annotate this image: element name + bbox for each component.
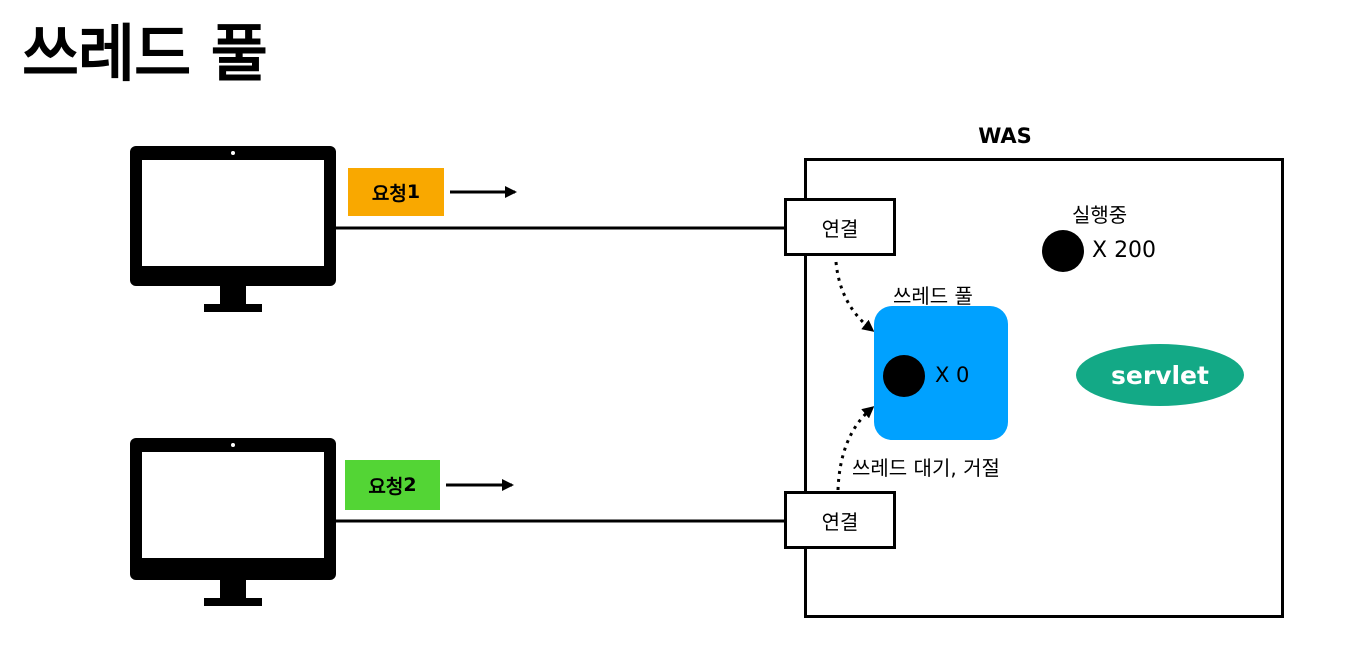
request-badge-2-prefix: 요청	[368, 475, 404, 498]
connection-box-1: 연결	[784, 198, 896, 256]
dotted-arrow-to-pool-2	[836, 406, 875, 491]
was-label: WAS	[978, 124, 1032, 148]
request-badge-1-prefix: 요청	[371, 182, 407, 205]
servlet-ellipse: servlet	[1076, 344, 1244, 406]
running-count: X 200	[1092, 238, 1157, 263]
request-badge-1-num: 1	[406, 181, 421, 203]
waiting-label: 쓰레드 대기, 거절	[852, 456, 1000, 480]
client-monitor-2-icon	[130, 438, 336, 606]
running-label: 실행중	[1072, 203, 1128, 227]
servlet-label: servlet	[1111, 360, 1209, 390]
request-badge-2-num: 2	[403, 474, 417, 496]
pool-thread-dot-icon	[883, 355, 925, 397]
thread-pool-label: 쓰레드 풀	[893, 284, 973, 308]
connection-box-1-label: 연결	[821, 216, 859, 241]
pool-count: X 0	[935, 363, 970, 387]
dotted-arrow-to-pool-1	[834, 261, 875, 332]
was-container	[804, 158, 1284, 618]
page-title: 쓰레드 풀	[22, 17, 268, 90]
connection-box-2-label: 연결	[821, 509, 859, 534]
connection-box-2: 연결	[784, 491, 896, 549]
client-monitor-1-icon	[130, 146, 336, 312]
running-thread-dot-icon	[1042, 230, 1084, 272]
